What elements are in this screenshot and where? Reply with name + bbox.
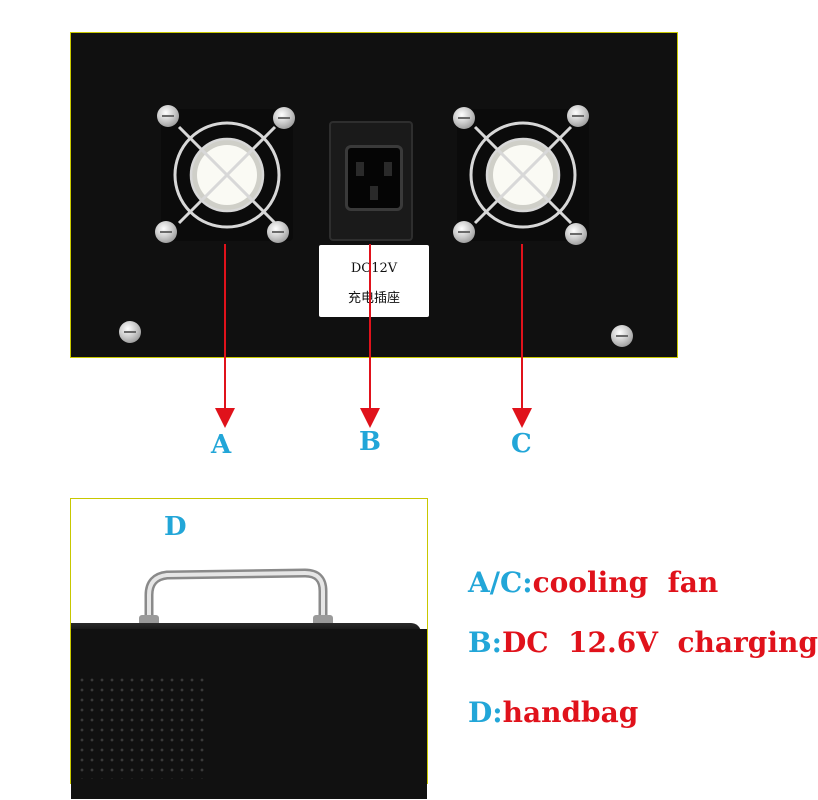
fan-guard-icon [469, 121, 577, 229]
screw-icon [565, 223, 587, 245]
screw-icon [453, 107, 475, 129]
callout-letter-a: A [211, 430, 232, 460]
screw-icon [453, 221, 475, 243]
socket-pin [370, 186, 378, 200]
rear-panel-photo: DC12V 充电插座 [70, 32, 678, 358]
legend-key: D: [468, 696, 503, 729]
socket-opening [345, 145, 403, 211]
legend-value: DC 12.6V charging [502, 626, 818, 659]
socket-pin [384, 162, 392, 176]
sticker-chinese-text: 充电插座 [347, 291, 400, 306]
left-cooling-fan-icon [155, 105, 295, 243]
fan-guard-icon [173, 121, 281, 229]
screw-icon [157, 105, 179, 127]
screw-icon [267, 221, 289, 243]
vent-holes [77, 675, 207, 779]
screw-icon [567, 105, 589, 127]
callout-letter-c: C [511, 429, 532, 459]
right-cooling-fan-icon [453, 105, 589, 245]
screw-icon [273, 107, 295, 129]
legend-value: cooling fan [532, 566, 719, 599]
legend-key: A/C: [468, 566, 533, 599]
charging-socket-sticker: DC12V 充电插座 [319, 245, 429, 317]
screw-icon [611, 325, 633, 347]
handle-icon [139, 568, 333, 629]
legend-line-ac: A/C:cooling fan [468, 566, 718, 599]
screw-icon [119, 321, 141, 343]
power-socket-icon [329, 121, 413, 241]
handle-photo [70, 498, 428, 799]
screw-icon [155, 221, 177, 243]
callout-letter-d: D [164, 512, 187, 542]
socket-pin [356, 162, 364, 176]
callout-letter-b: B [359, 427, 381, 457]
legend-value: handbag [502, 696, 639, 729]
legend-key: B: [468, 626, 503, 659]
legend-line-b: B:DC 12.6V charging [468, 626, 818, 659]
sticker-voltage-text: DC12V [350, 261, 398, 276]
legend-line-d: D:handbag [468, 696, 638, 729]
